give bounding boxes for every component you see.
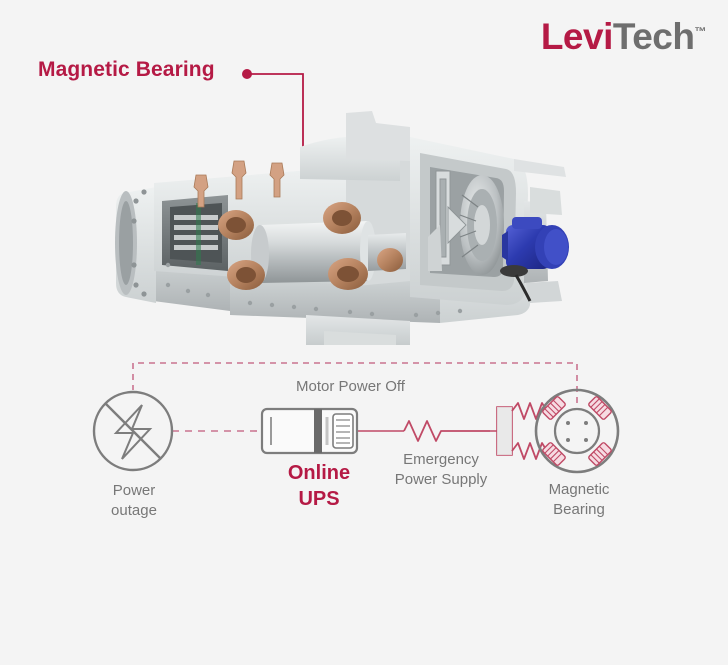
node-label-online-ups: Online UPS	[272, 460, 366, 512]
power-outage-label-line2: outage	[111, 501, 157, 519]
page-title: Magnetic Bearing	[38, 58, 215, 81]
magnetic-bearing-icon	[534, 388, 620, 474]
node-label-magnetic-bearing: Magnetic Bearing	[533, 480, 625, 519]
power-outage-label-line1: Power	[112, 482, 156, 499]
link-motor-power-off	[132, 362, 578, 403]
product-cutaway-image	[115, 111, 569, 345]
eps-label-line1: Emergency	[403, 451, 479, 468]
power-flow-diagram	[92, 362, 620, 474]
node-label-power-outage: Power outage	[99, 481, 169, 520]
mag-bearing-label-line2: Bearing	[553, 500, 605, 518]
power-outage-icon	[92, 390, 174, 472]
coil-lower	[511, 442, 548, 460]
ups-icon	[260, 407, 359, 455]
trademark-icon: ™	[694, 24, 707, 39]
mag-bearing-label-line1: Magnetic	[548, 481, 610, 498]
link-label-emergency-power-supply: Emergency Power Supply	[381, 450, 501, 489]
coil-upper	[511, 402, 548, 420]
link-label-motor-power-off: Motor Power Off	[296, 378, 405, 395]
online-ups-label-line2: UPS	[298, 488, 340, 510]
resistor-symbol	[403, 420, 490, 442]
logo-part-levi: Levi	[540, 16, 614, 57]
logo-part-tech: Tech	[612, 16, 695, 57]
online-ups-label-line1: Online	[287, 462, 351, 484]
blue-actuator	[500, 217, 569, 302]
eps-label-line2: Power Supply	[394, 470, 488, 488]
brand-logo: LeviTech™	[540, 16, 707, 57]
